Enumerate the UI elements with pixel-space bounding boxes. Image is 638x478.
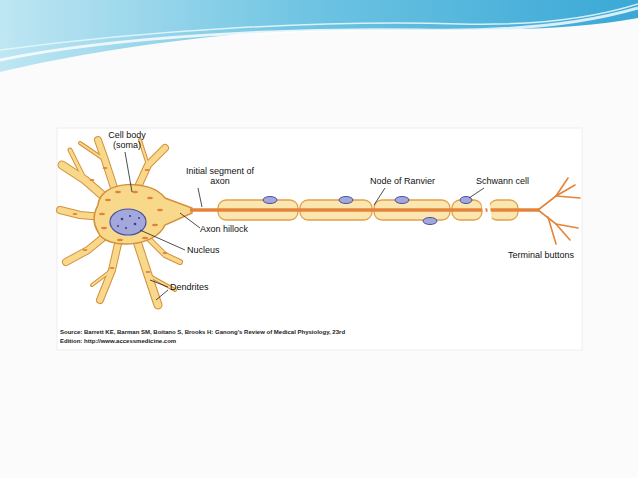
part-label: Nucleus <box>187 245 247 255</box>
nucleus <box>110 209 146 235</box>
part-label: Cell body (soma) <box>96 130 158 150</box>
part-label: Initial segment of axon <box>182 166 258 186</box>
figure-panel <box>57 128 582 350</box>
leader-line <box>125 152 484 300</box>
axon-break <box>482 196 491 224</box>
part-label: Schwann cell <box>476 176 556 186</box>
header-wave <box>0 0 638 72</box>
part-label: Dendrites <box>170 282 230 292</box>
part-label: Terminal buttons <box>508 250 598 260</box>
nissl-bodies <box>73 167 168 273</box>
part-label: Axon hillock <box>200 224 280 234</box>
soma <box>94 184 192 244</box>
part-label: Node of Ranvier <box>370 176 460 186</box>
terminal-branches <box>538 178 580 244</box>
source-caption: Source: Barrett KE, Barman SM, Boitano S… <box>60 328 350 346</box>
schwann-nucleus <box>263 197 472 225</box>
